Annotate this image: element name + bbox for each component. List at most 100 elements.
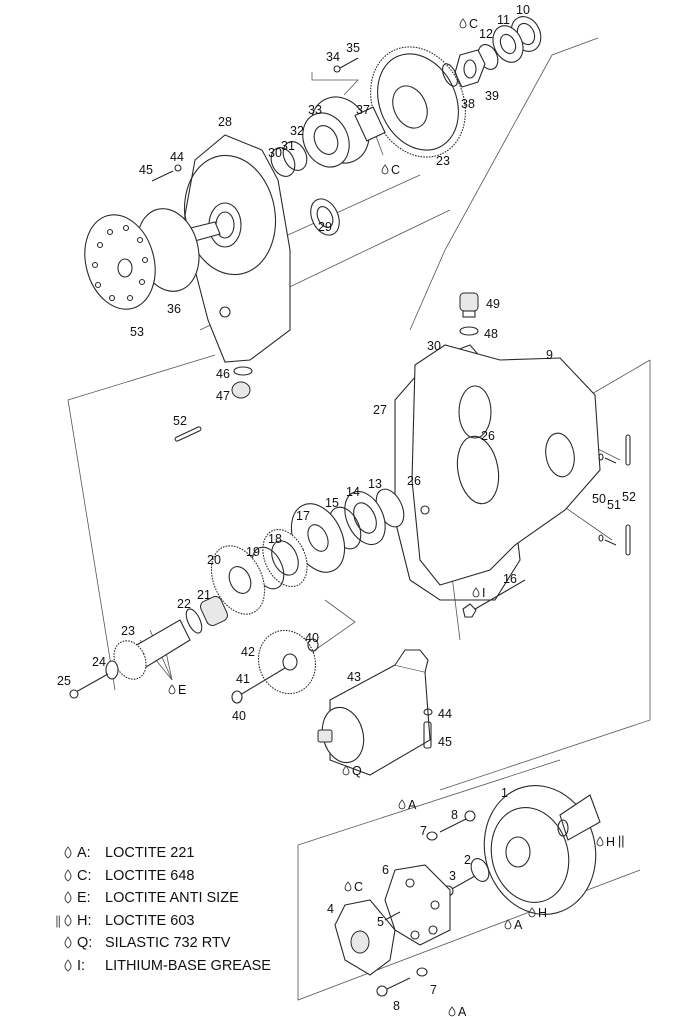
shaft-and-discs-36-53 bbox=[84, 208, 221, 310]
drop-icon bbox=[528, 907, 536, 918]
callout-39: 39 bbox=[485, 89, 499, 103]
adhesive-code: Q bbox=[352, 764, 362, 778]
adhesive-code: C bbox=[469, 17, 478, 31]
callout-2: 2 bbox=[464, 853, 471, 867]
callout-7: 7 bbox=[420, 824, 427, 838]
callout-40: 40 bbox=[232, 709, 246, 723]
callout-31: 31 bbox=[281, 139, 295, 153]
drop-icon bbox=[504, 919, 512, 930]
legend-item: ||H:LOCTITE 603 bbox=[44, 910, 271, 933]
callout-49: 49 bbox=[486, 297, 500, 311]
drop-icon bbox=[342, 765, 350, 776]
adhesive-code: A bbox=[514, 918, 523, 932]
rubber-coupling-6 bbox=[384, 864, 451, 946]
callout-46: 46 bbox=[216, 367, 230, 381]
plugs-50-51-dowel-52 bbox=[598, 434, 631, 556]
adhesive-mark-a: A bbox=[504, 918, 523, 932]
callout-36: 36 bbox=[167, 302, 181, 316]
callout-11: 11 bbox=[497, 13, 510, 27]
idler-gear-42 bbox=[231, 629, 319, 704]
callout-51: 51 bbox=[607, 498, 621, 512]
callout-52: 52 bbox=[173, 414, 187, 428]
callout-52: 52 bbox=[622, 490, 636, 504]
callout-44: 44 bbox=[438, 707, 452, 721]
legend-code: A: bbox=[77, 845, 91, 861]
callout-19: 19 bbox=[246, 545, 260, 559]
adhesive-code: E bbox=[178, 683, 186, 697]
bolt-16 bbox=[462, 579, 526, 618]
adhesive-code: H bbox=[538, 906, 547, 920]
drop-icon bbox=[381, 164, 389, 175]
callout-8: 8 bbox=[393, 999, 400, 1013]
callout-14: 14 bbox=[346, 485, 360, 499]
drop-icon bbox=[168, 684, 176, 695]
legend-item: I:LITHIUM-BASE GREASE bbox=[44, 955, 271, 978]
legend-description: SILASTIC 732 RTV bbox=[105, 935, 231, 951]
bearing-housing-33-bearing-32 bbox=[270, 96, 386, 177]
adhesive-mark-c: C bbox=[344, 880, 363, 894]
legend-code: Q: bbox=[77, 935, 93, 951]
drop-icon bbox=[64, 891, 72, 904]
drop-icon bbox=[459, 18, 467, 29]
drop-icon bbox=[64, 868, 72, 882]
drop-icon bbox=[64, 846, 72, 859]
legend-description: LOCTITE 221 bbox=[105, 845, 195, 861]
callout-1: 1 bbox=[501, 786, 508, 800]
callout-53: 53 bbox=[130, 325, 144, 339]
callout-10: 10 bbox=[516, 3, 530, 17]
legend-code: I: bbox=[77, 957, 86, 974]
adhesive-mark-q: Q bbox=[342, 764, 362, 778]
legend-description: LOCTITE 603 bbox=[105, 912, 195, 929]
hub-4-pin-5 bbox=[334, 899, 401, 976]
legend-code: C: bbox=[77, 867, 92, 884]
bolt-25 bbox=[69, 673, 109, 699]
adhesive-code: C bbox=[391, 163, 400, 177]
callout-20: 20 bbox=[207, 553, 221, 567]
callout-34: 34 bbox=[326, 50, 340, 64]
disc-holes bbox=[91, 224, 149, 302]
callout-32: 32 bbox=[290, 124, 304, 138]
adhesive-code: A bbox=[458, 1005, 467, 1017]
bearing-13-carrier-14 bbox=[328, 488, 405, 550]
adhesive-mark-c: C bbox=[381, 163, 400, 177]
callout-9: 9 bbox=[546, 348, 553, 362]
bolt-8-washer-7-bottom bbox=[376, 967, 428, 997]
callout-45: 45 bbox=[438, 735, 452, 749]
input-shaft-23 bbox=[105, 619, 191, 680]
adhesive-code: A bbox=[408, 798, 417, 812]
bolt-35-washer-34 bbox=[333, 57, 359, 73]
callout-26: 26 bbox=[407, 474, 421, 488]
drop-icon bbox=[64, 958, 72, 972]
callout-16: 16 bbox=[503, 572, 517, 586]
callout-27: 27 bbox=[373, 403, 387, 417]
legend-code: H: bbox=[77, 912, 92, 929]
freewheel-18-circlip-19 bbox=[251, 528, 308, 590]
callout-40: 40 bbox=[305, 631, 319, 645]
callout-33: 33 bbox=[308, 103, 322, 117]
legend-description: LOCTITE 648 bbox=[105, 867, 195, 884]
bolt-45-washer-44 bbox=[151, 164, 182, 182]
adhesive-mark-c: C bbox=[459, 17, 478, 31]
starter-gear-20 bbox=[210, 545, 266, 615]
starter-motor-43 bbox=[317, 649, 431, 776]
drop-icon bbox=[398, 799, 406, 810]
adhesive-mark-i: I bbox=[472, 586, 485, 600]
callout-26: 26 bbox=[481, 429, 495, 443]
drop-icon bbox=[64, 913, 72, 927]
callout-38: 38 bbox=[461, 97, 475, 111]
callout-44: 44 bbox=[170, 150, 184, 164]
callout-45: 45 bbox=[139, 163, 153, 177]
callout-48: 48 bbox=[484, 327, 498, 341]
callout-8: 8 bbox=[451, 808, 458, 822]
legend-item: A: LOCTITE 221 bbox=[44, 842, 271, 865]
drop-icon bbox=[64, 936, 72, 949]
dowel-52-left bbox=[174, 426, 202, 442]
callout-37: 37 bbox=[356, 103, 370, 117]
callout-24: 24 bbox=[92, 655, 106, 669]
needle-bearing-21-washer-22 bbox=[185, 596, 228, 634]
callout-28: 28 bbox=[218, 115, 232, 129]
callout-25: 25 bbox=[57, 674, 71, 688]
callout-13: 13 bbox=[368, 477, 382, 491]
